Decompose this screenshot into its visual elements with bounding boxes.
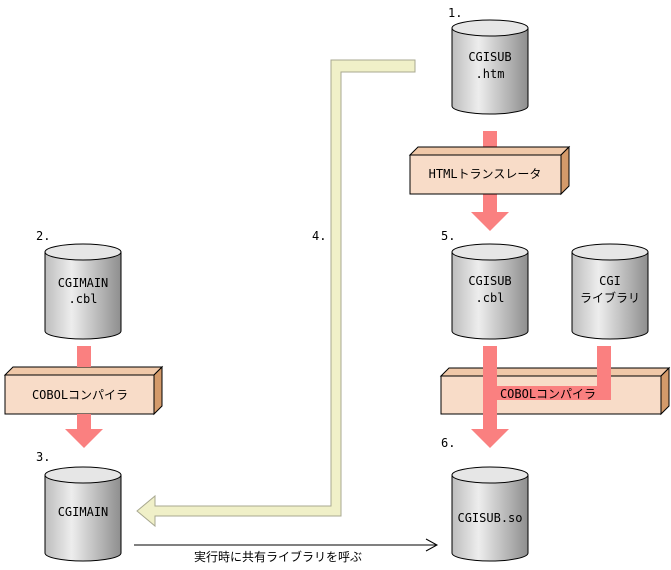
- file-label-line: CGIMAIN: [58, 276, 109, 290]
- file-cgimain: CGIMAIN: [44, 466, 122, 562]
- step-number-2: 2.: [36, 229, 50, 243]
- file-label-line: CGI: [599, 274, 621, 288]
- file-label-line: CGISUB: [468, 50, 511, 64]
- cobol-compiler-box-left: COBOLコンパイラ: [3, 365, 164, 416]
- tool-label: COBOLコンパイラ: [500, 387, 596, 401]
- file-cgi-library: CGI ライブラリ: [571, 243, 649, 340]
- return-arrow: [136, 59, 416, 528]
- step-number-6: 6.: [441, 436, 455, 450]
- file-label-line: CGISUB.so: [457, 511, 522, 525]
- file-label-line: CGISUB: [468, 274, 511, 288]
- file-label-line: .cbl: [69, 292, 98, 306]
- file-label-line: CGIMAIN: [58, 505, 109, 519]
- step-number-3: 3.: [36, 450, 50, 464]
- flow-arrow: [471, 346, 611, 448]
- file-label-line: ライブラリ: [580, 290, 640, 305]
- html-translator-box: HTMLトランスレータ: [408, 145, 571, 196]
- step-number-5: 5.: [441, 229, 455, 243]
- file-label-line: .cbl: [476, 291, 505, 305]
- file-cgisub-htm: CGISUB .htm: [451, 19, 529, 115]
- cobol-compiler-box-right: [439, 366, 671, 416]
- file-label-line: .htm: [476, 67, 505, 81]
- file-cgisub-so: CGISUB.so: [451, 466, 529, 562]
- file-cgimain-cbl: CGIMAIN .cbl: [44, 243, 122, 340]
- step-number-1: 1.: [448, 6, 462, 20]
- tool-label: HTMLトランスレータ: [429, 167, 542, 181]
- flow-arrow: [65, 346, 103, 448]
- call-label: 実行時に共有ライブラリを呼ぶ: [194, 549, 362, 564]
- file-cgisub-cbl: CGISUB .cbl: [451, 243, 529, 340]
- tool-label: COBOLコンパイラ: [32, 388, 128, 402]
- call-arrow: [134, 538, 439, 552]
- step-number-4: 4.: [312, 229, 326, 243]
